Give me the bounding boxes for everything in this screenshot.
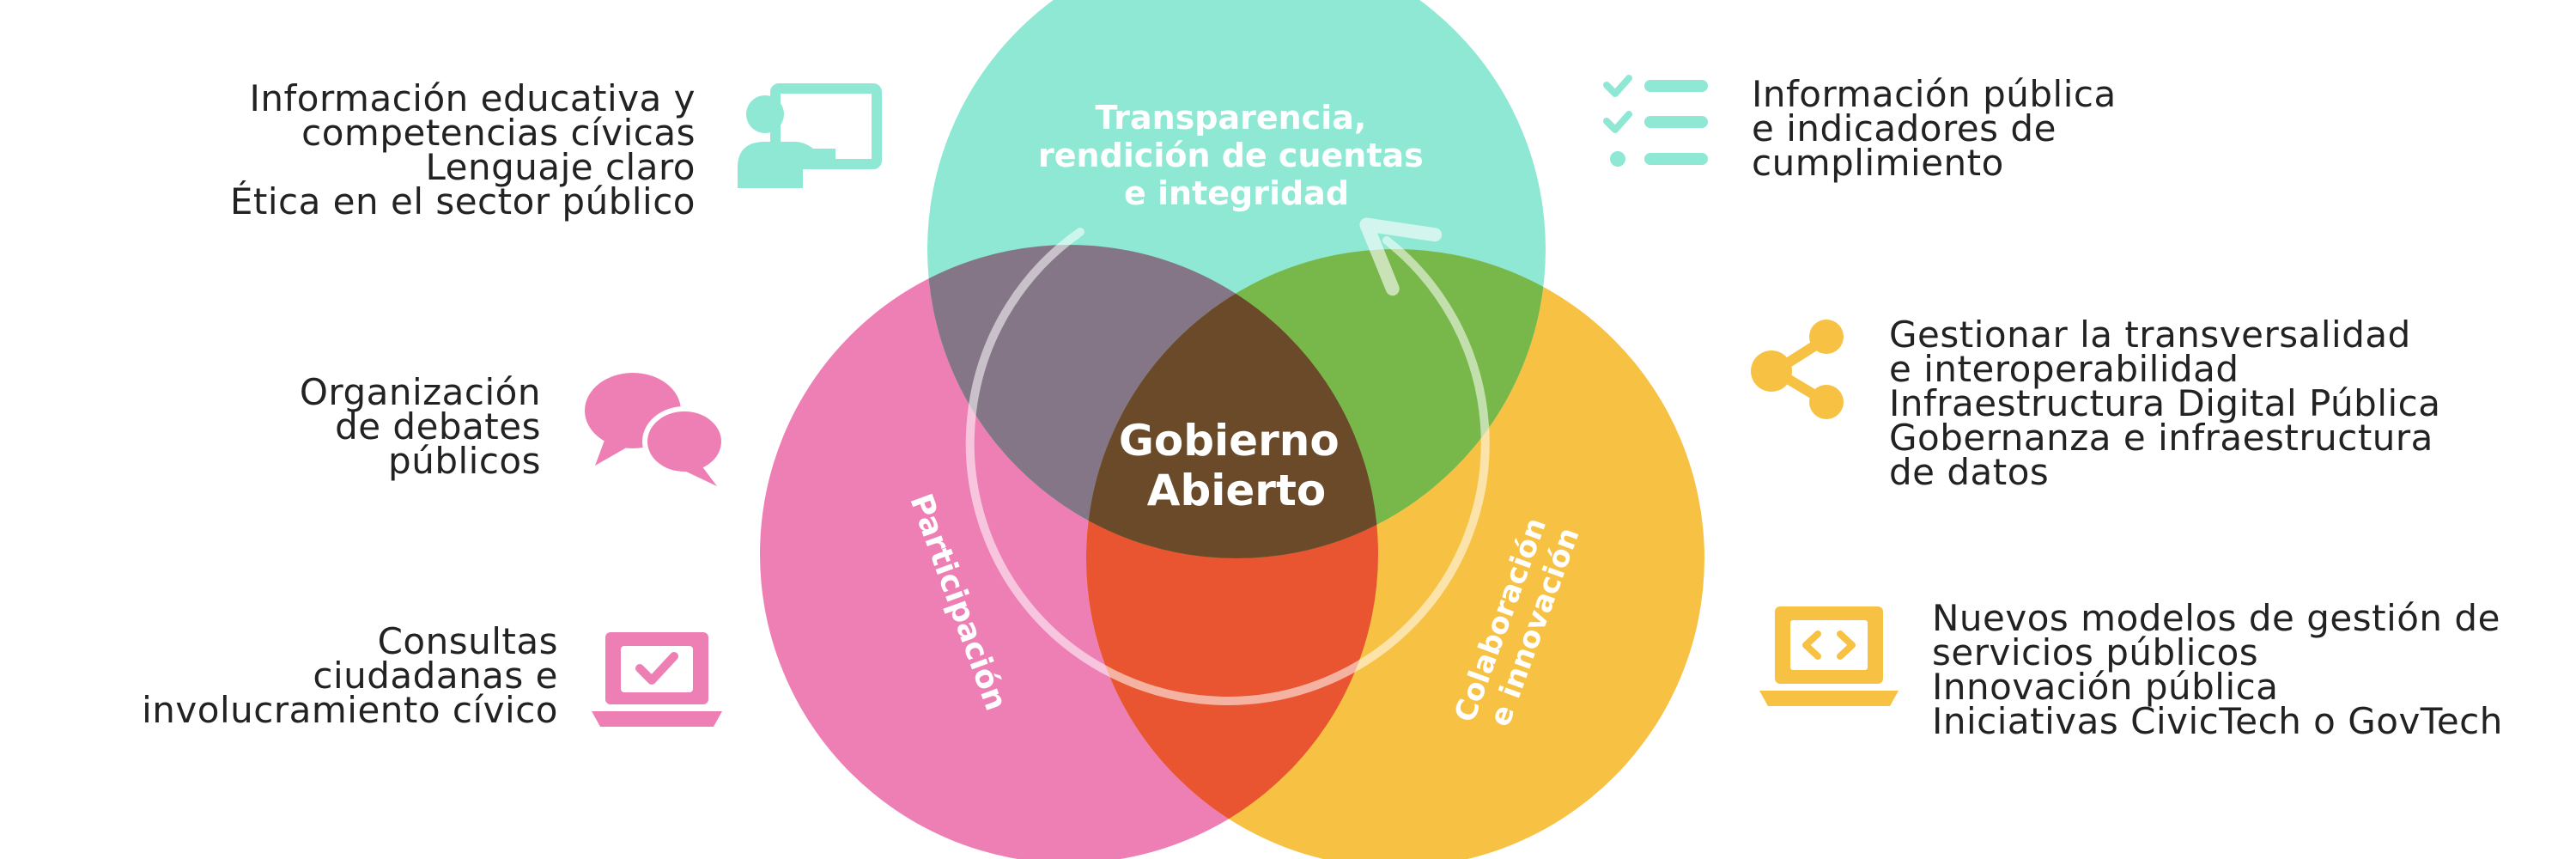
item-line: servicios públicos [1932,631,2259,673]
item-line: Organización [299,371,541,413]
item-line: Información educativa y [249,77,696,119]
item-informacion-educativa: Información educativa y competencias cív… [137,77,696,222]
label-gobierno-abierto: Gobierno Abierto [1119,416,1354,515]
item-line: Nuevos modelos de gestión de [1932,597,2500,639]
item-informacion-publica: Información pública e indicadores de cum… [1752,73,2233,184]
checklist-icon [1603,75,1708,167]
item-line: Información pública [1752,73,2117,115]
label-transparencia-line-1: Transparencia, [1095,99,1366,137]
item-consultas-ciudadanas: Consultas ciudadanas e involucramiento c… [86,624,558,728]
item-line: Gobernanza e infraestructura [1889,417,2433,459]
label-transparencia-line-3: e integridad [1124,174,1349,212]
code-laptop-icon [1759,606,1899,706]
share-icon [1751,320,1844,419]
item-line: de debates [335,405,541,448]
label-transparencia: Transparencia, rendición de cuentas e in… [1038,99,1435,212]
item-line: competencias cívicas [301,112,696,154]
item-line: involucramiento cívico [142,689,558,731]
cycle-arrow-ring [965,217,1490,705]
checkbox-laptop-icon [592,632,722,727]
item-line: e interoperabilidad [1889,348,2239,390]
item-nuevos-modelos: Nuevos modelos de gestión de servicios p… [1932,597,2533,742]
item-line: públicos [388,440,541,482]
item-transversalidad: Gestionar la transversalidad e interoper… [1889,314,2490,493]
item-line: Iniciativas CivicTech o GovTech [1932,700,2503,742]
item-line: Ética en el sector público [229,180,696,222]
item-line: e indicadores de [1752,107,2057,149]
item-line: Consultas [377,620,558,662]
label-transparencia-line-2: rendición de cuentas [1038,137,1424,174]
item-line: Infraestructura Digital Pública [1889,382,2441,424]
item-line: cumplimiento [1752,142,2004,184]
item-line: ciudadanas e [313,655,558,697]
presentation-board-icon [738,83,882,188]
item-line: Gestionar la transversalidad [1889,314,2411,356]
item-line: Innovación pública [1932,666,2279,708]
overlap-center [1086,249,1378,558]
item-line: Lenguaje claro [425,146,696,188]
speech-bubbles-icon [585,373,726,486]
item-line: de datos [1889,451,2050,493]
item-organizacion-debates: Organización de debates públicos [206,371,541,482]
label-center-line-1: Gobierno [1119,416,1340,466]
label-center-line-2: Abierto [1147,466,1326,515]
